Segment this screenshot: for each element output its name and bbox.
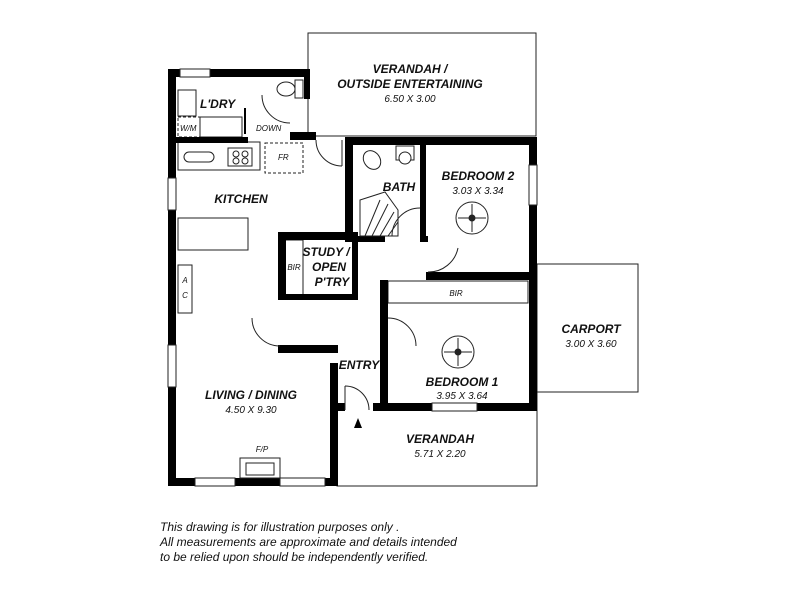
study-bir-label: BIR bbox=[287, 263, 301, 272]
verandah-outside-dims: 6.50 X 3.00 bbox=[384, 94, 436, 105]
laundry-cabinet bbox=[199, 116, 243, 138]
toilet-icon bbox=[276, 79, 304, 99]
entry-label: ENTRY bbox=[339, 358, 380, 372]
fireplace-icon bbox=[239, 457, 281, 479]
living-label: LIVING / DINING bbox=[205, 388, 297, 402]
stairs bbox=[359, 191, 399, 237]
bedroom1-dims: 3.95 X 3.64 bbox=[436, 391, 488, 402]
kitchen-island bbox=[177, 217, 249, 251]
disclaimer: This drawing is for illustration purpose… bbox=[160, 520, 580, 565]
walls bbox=[168, 69, 537, 486]
washing-machine-label: W/M bbox=[180, 124, 197, 133]
ceiling-fan-icon bbox=[455, 201, 489, 235]
doors bbox=[251, 94, 459, 411]
verandah-front-dims: 5.71 X 2.20 bbox=[414, 449, 466, 460]
entry-arrow-icon bbox=[354, 418, 362, 428]
bedroom2-dims: 3.03 X 3.34 bbox=[452, 186, 504, 197]
study-label-3: P'TRY bbox=[315, 275, 351, 289]
bath-label: BATH bbox=[383, 180, 416, 194]
verandah-outside-title-2: OUTSIDE ENTERTAINING bbox=[337, 77, 483, 91]
living-dims: 4.50 X 9.30 bbox=[225, 405, 277, 416]
carport-dims: 3.00 X 3.60 bbox=[565, 339, 617, 350]
bedroom1-label: BEDROOM 1 bbox=[426, 375, 499, 389]
ceiling-fan-icon-bed1 bbox=[441, 335, 475, 369]
windows bbox=[167, 68, 538, 487]
laundry-label: L'DRY bbox=[200, 97, 236, 111]
down-label: DOWN bbox=[256, 124, 282, 133]
ac-unit bbox=[177, 264, 193, 314]
cooktop-icon bbox=[183, 147, 253, 167]
fridge-label: FR bbox=[278, 153, 289, 162]
disclaimer-line-3: to be relied upon should be independentl… bbox=[160, 550, 429, 564]
fireplace-label: F/P bbox=[256, 445, 269, 454]
disclaimer-line-2: All measurements are approximate and det… bbox=[160, 535, 457, 549]
bedroom2-label: BEDROOM 2 bbox=[442, 169, 515, 183]
verandah-outside-title-1: VERANDAH / bbox=[373, 62, 449, 76]
verandah-front-label: VERANDAH bbox=[406, 432, 474, 446]
ac-label-bottom: C bbox=[182, 291, 188, 300]
bath-toilet-icon bbox=[362, 145, 415, 170]
disclaimer-line-1: This drawing is for illustration purpose… bbox=[160, 520, 400, 534]
study-label-2: OPEN bbox=[312, 260, 346, 274]
laundry-trough bbox=[177, 89, 197, 117]
bedroom1-bir-label: BIR bbox=[449, 289, 463, 298]
carport-label: CARPORT bbox=[561, 322, 622, 336]
study-label-1: STUDY / bbox=[302, 245, 351, 259]
ac-label-top: A bbox=[181, 276, 187, 285]
fridge-space bbox=[264, 142, 304, 174]
kitchen-label: KITCHEN bbox=[214, 192, 268, 206]
